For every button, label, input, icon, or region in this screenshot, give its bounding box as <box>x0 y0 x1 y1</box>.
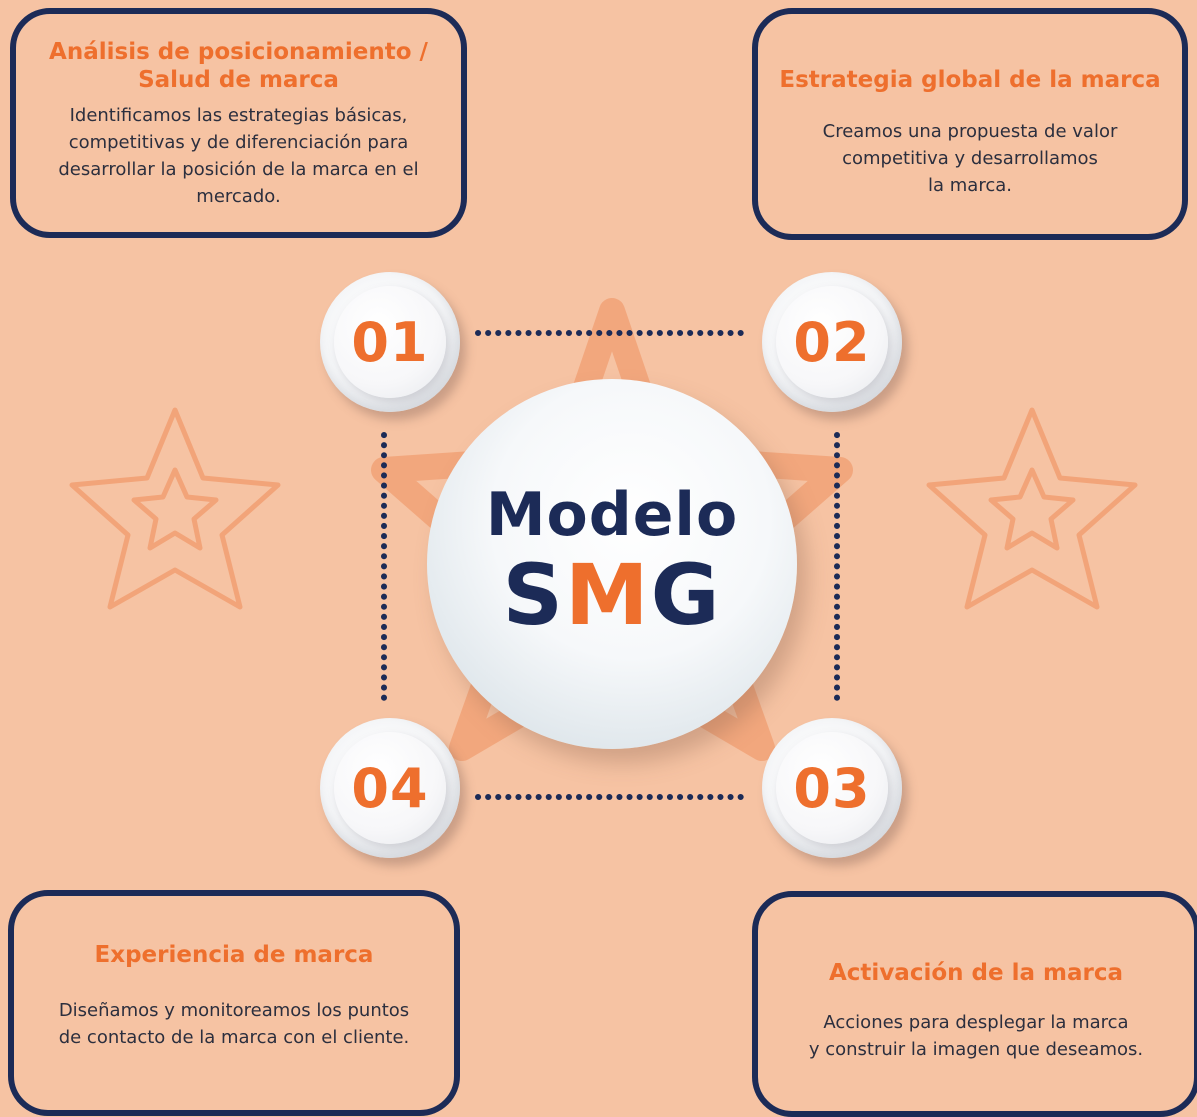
step-number-01: 01 <box>351 310 429 374</box>
card-1-title-line1: Análisis de posicionamiento / <box>49 39 428 65</box>
step-badge-04: 04 <box>320 718 460 858</box>
card-brand-experience: Experiencia de marca Diseñamos y monitor… <box>8 890 460 1116</box>
card-1-title-line2: Salud de marca <box>138 67 339 93</box>
smg-logo-s: S <box>502 546 565 644</box>
step-number-03: 03 <box>793 756 871 820</box>
step-badge-03-inner: 03 <box>776 732 888 844</box>
step-badge-03: 03 <box>762 718 902 858</box>
left-star-icon <box>69 407 281 610</box>
card-2-body: Creamos una propuesta de valor competiti… <box>778 118 1162 199</box>
smg-logo-g: G <box>650 546 722 644</box>
card-3-body-line1: Acciones para desplegar la marca <box>823 1012 1129 1033</box>
card-positioning-analysis: Análisis de posicionamiento / Salud de m… <box>10 8 467 238</box>
step-badge-01-inner: 01 <box>334 286 446 398</box>
card-global-strategy: Estrategia global de la marca Creamos un… <box>752 8 1188 240</box>
card-4-body: Diseñamos y monitoreamos los puntos de c… <box>34 997 434 1051</box>
card-4-body-line1: Diseñamos y monitoreamos los puntos <box>58 1000 410 1021</box>
step-number-04: 04 <box>351 756 429 820</box>
card-3-title: Activación de la marca <box>829 960 1123 986</box>
card-4-title: Experiencia de marca <box>94 942 374 968</box>
step-badge-02-inner: 02 <box>776 286 888 398</box>
card-4-body-line2: de contacto de la marca con el cliente. <box>58 1027 410 1048</box>
center-logo: Modelo SMG <box>427 481 797 641</box>
right-star-icon <box>926 407 1138 610</box>
card-2-body-line2: competitiva y desarrollamos <box>842 148 1098 169</box>
card-2-body-line3: la marca. <box>928 175 1012 196</box>
card-2-body-line1: Creamos una propuesta de valor <box>822 121 1118 142</box>
model-title: Modelo <box>485 480 739 550</box>
step-badge-01: 01 <box>320 272 460 412</box>
step-number-02: 02 <box>793 310 871 374</box>
center-model-circle: Modelo SMG <box>427 379 797 749</box>
smg-logo: SMG <box>427 549 797 641</box>
card-1-title: Análisis de posicionamiento / Salud de m… <box>38 38 439 94</box>
card-1-body: Identificamos las estrategias básicas, c… <box>58 105 419 207</box>
step-badge-02: 02 <box>762 272 902 412</box>
card-brand-activation: Activación de la marca Acciones para des… <box>752 891 1197 1117</box>
step-badge-04-inner: 04 <box>334 732 446 844</box>
card-3-body: Acciones para desplegar la marca y const… <box>778 1009 1174 1063</box>
card-2-title: Estrategia global de la marca <box>779 67 1161 93</box>
smg-logo-m: M <box>564 546 651 644</box>
card-3-body-line2: y construir la imagen que deseamos. <box>808 1039 1144 1060</box>
